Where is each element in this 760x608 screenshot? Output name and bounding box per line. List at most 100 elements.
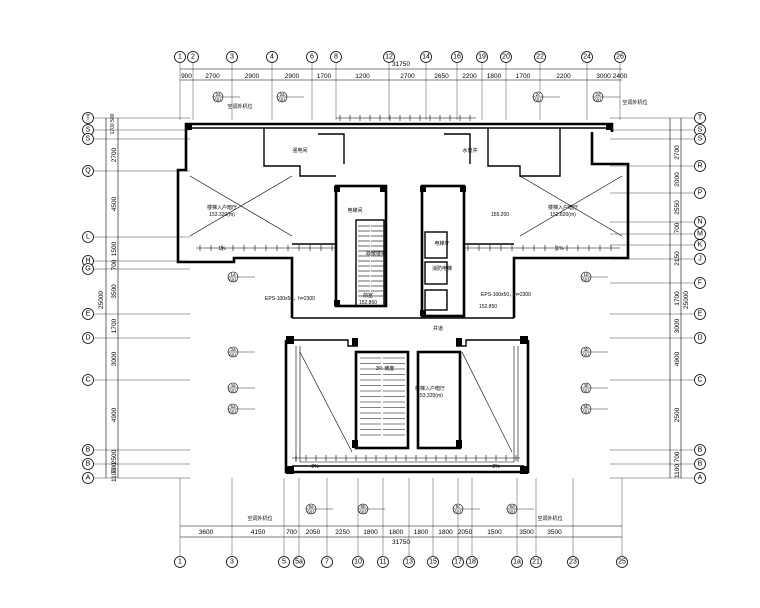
left-axis-bubble-label: G [85,266,90,273]
top-axis-bubble-label: 26 [616,54,624,61]
room-labels: 楼梯入户暗厅153.320(m)楼梯入户暗厅152.820(m)楼梯入户暗厅15… [207,147,578,399]
left-axis-bubble: S [82,133,94,145]
bottom-axis-bubble: 3 [226,556,238,568]
top-dimension-segment: 2900 [285,73,300,80]
left-axis-bubble: D [82,332,94,344]
room-name: 楼梯入户暗厅 [415,385,445,392]
right-axis-bubble: K [694,239,706,251]
bottom-total-dimension: 31750 [392,539,410,546]
top-axis-bubble: 26 [614,51,626,63]
top-axis-bubble: 24 [581,51,593,63]
bottom-axis-bubble: 25 [616,556,628,568]
bottom-dimension-segment: 3500 [547,529,562,536]
right-axis-bubble: P [694,187,706,199]
top-axis-bubble: 3 [226,51,238,63]
left-dimension-segment: 2500 [111,449,118,464]
top-axis-bubble-label: 20 [502,54,510,61]
callout-sheet: 601 [582,410,590,415]
right-axis-bubble-label: P [698,190,703,197]
left-axis-bubble: A [82,472,94,484]
top-dimension-segment: 1700 [317,73,332,80]
top-axis-bubble: 20 [500,51,512,63]
bottom-axis-bubble-label: 13 [405,559,413,566]
bottom-axis-bubble: 10 [352,556,364,568]
bottom-axis-bubble: 5 [278,556,290,568]
top-dimension-segment: 2700 [400,73,415,80]
right-dimension-segment: 2150 [674,251,681,266]
right-dimension-segment: 2500 [674,407,681,422]
bottom-dimension-segment: 4150 [251,529,266,536]
right-total-dimension: 25000 [683,291,690,309]
right-axis-bubble-label: B [698,447,703,454]
right-dimension-segment: 2000 [674,172,681,187]
left-dimensions: 25000 1700 500 2700450015007003500170030… [98,113,118,482]
annotation-note: 155.200 [491,212,509,218]
callout-code: 4a [230,383,236,388]
inner-dimension-chains [196,115,620,461]
right-axis-bubble-label: R [697,163,702,170]
callout-code: 5a [230,404,236,409]
callout-sheet: 601 [582,278,590,283]
right-axis-bubble: J [694,253,706,265]
right-axis-bubble-label: N [697,219,702,226]
right-dimension-segment: 2700 [674,145,681,160]
callout-code: 2c [536,92,542,97]
left-axis-bubble-label: Q [85,168,91,175]
right-axis-bubble: R [694,160,706,172]
right-axis-bubble: E [694,308,706,320]
bottom-axis-bubble: 7 [321,556,333,568]
bottom-dimension-segment: 1500 [487,529,502,536]
annotation-note: 1% [218,246,226,252]
left-axis-bubble: Q [82,165,94,177]
bottom-axis-bubble-label: 10 [354,559,362,566]
bottom-axis-bubble-label: 1a [513,559,521,566]
right-dimension-segment: 1100 [674,464,681,478]
bottom-axis-bubble-label: 7 [325,559,329,566]
top-axis-bubble-label: 8 [334,54,338,61]
right-dimension-segment: 2550 [674,200,681,215]
bottom-axis-bubble-label: 18 [468,559,476,566]
right-axis-bubble: A [694,472,706,484]
bottom-axis-bubble-label: 21 [532,559,540,566]
callout-sheet: 601 [582,353,590,358]
top-axis-bubble: 16 [451,51,463,63]
callout-sheet: 601 [534,98,542,103]
bottom-axis-bubble: 23 [567,556,579,568]
callout-code: 3a [230,347,236,352]
callout-code: 2a [279,92,285,97]
dimension-frame [105,68,682,538]
annotation-note: 3% 坡度 [376,365,395,372]
bottom-axis-bubble: 5a [293,556,305,568]
callout-sheet: 601 [359,510,367,515]
right-dimension-segment: 700 [674,222,681,233]
right-dimension-segment: 700 [674,451,681,462]
room-name: 消防电梯 [432,265,452,272]
bottom-axis-bubble-label: 23 [569,559,577,566]
right-axis-bubble: B [694,444,706,456]
callout-sheet: 601 [582,389,590,394]
left-dimension-segment: 4900 [111,407,118,422]
callout-sheet: 601 [229,278,237,283]
room-name: 电梯厅 [434,240,449,247]
left-top-small-dimension: 1700 500 [110,113,116,134]
annotation-note: 152.850 [479,304,497,310]
left-axis-bubble-label: S [86,127,91,134]
callout-sheet: 601 [214,98,222,103]
right-dimension-segment: 4900 [674,351,681,366]
left-dimension-segment: 3000 [111,351,118,366]
right-axis-bubble-label: F [698,280,702,287]
top-dimension-segment: 1200 [355,73,370,80]
left-dimension-segment: 700 [111,462,118,473]
left-axis-bubble: C [82,374,94,386]
annotation-notes: EPS-100x50，h=2300EPS-100x50，h=2300152.85… [218,99,647,522]
top-axis-bubble-label: 4 [270,54,274,61]
bottom-dimension-segment: 3500 [519,529,534,536]
